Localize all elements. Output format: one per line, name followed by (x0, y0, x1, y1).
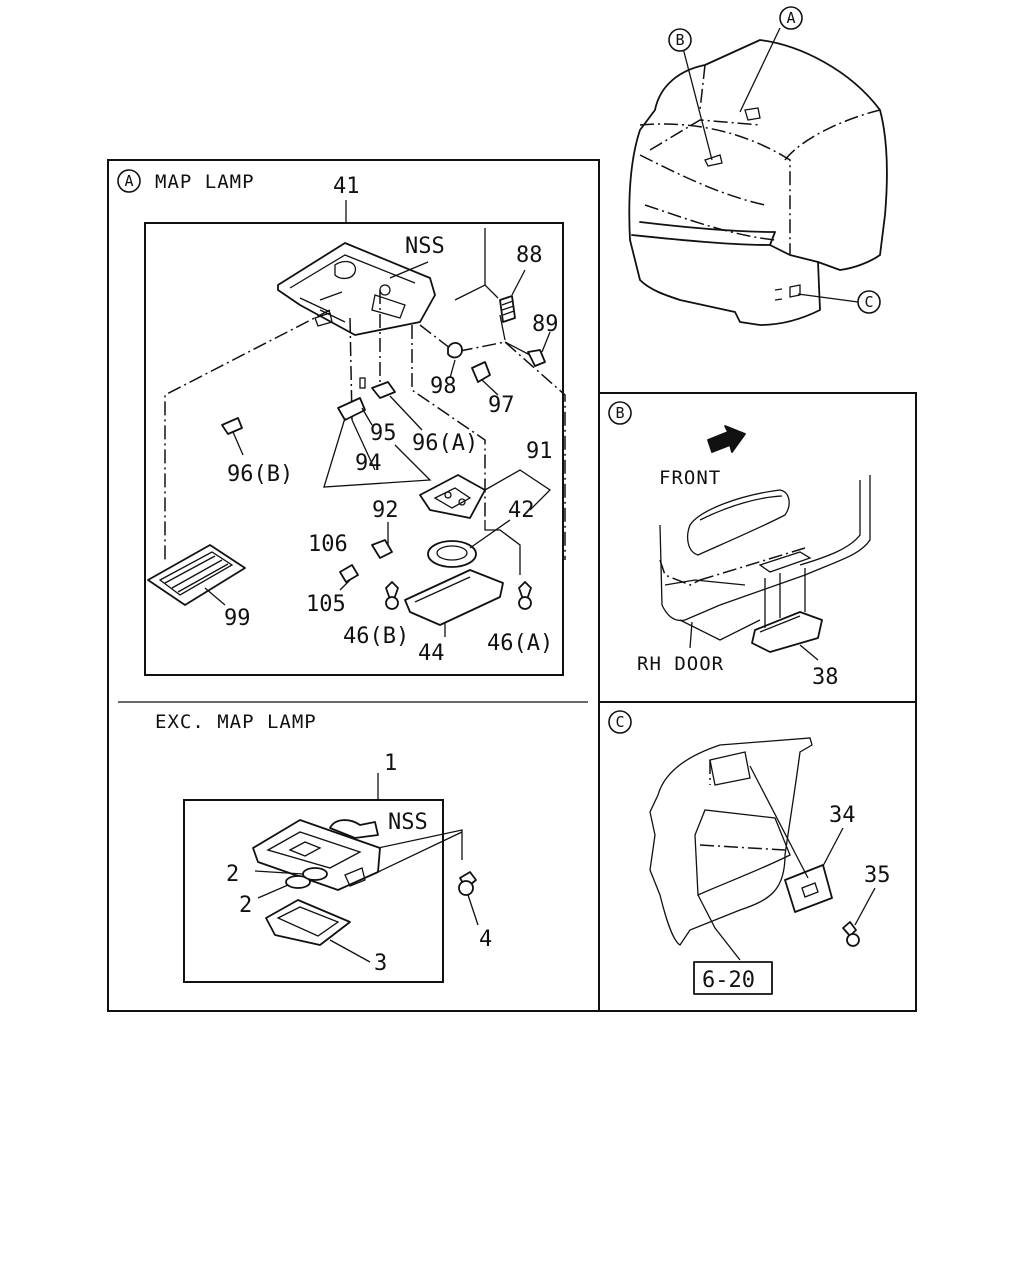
screw-46a (518, 581, 532, 610)
svg-text:A: A (124, 172, 133, 190)
part-label-44: 44 (418, 641, 445, 666)
callout-b-top[interactable]: B (668, 28, 692, 52)
front-arrow-icon (707, 425, 746, 453)
part-label-34: 34 (829, 803, 856, 828)
callout-line-b (682, 47, 713, 161)
part-label-91: 91 (526, 439, 553, 464)
lens-99 (147, 544, 246, 606)
part-label-95: 95 (370, 421, 397, 446)
section-a-header: A MAP LAMP (117, 169, 255, 193)
svg-text:6-20: 6-20 (702, 968, 755, 993)
part-label-96b: 96(B) (227, 462, 293, 487)
part-label-89: 89 (532, 312, 559, 337)
rh-door-label: RH DOOR (637, 653, 724, 675)
bracket-95 (337, 377, 373, 426)
part-label-106: 106 (308, 532, 348, 557)
section-a-title: MAP LAMP (155, 171, 255, 193)
part-label-92: 92 (372, 498, 399, 523)
svg-text:B: B (675, 31, 684, 49)
step-panel (649, 737, 813, 961)
panel-frames (107, 159, 917, 1012)
lens-44 (404, 569, 504, 637)
door-body (659, 475, 871, 649)
lens-3 (265, 899, 371, 963)
circle-letter-icon (608, 710, 632, 734)
circle-letter-icon (117, 169, 141, 193)
part-label-38: 38 (812, 665, 839, 690)
part-label-35: 35 (864, 863, 891, 888)
svg-text:A: A (786, 9, 795, 27)
part-label-99: 99 (224, 606, 251, 631)
part-label-42: 42 (508, 498, 535, 523)
exc-map-lamp-title: EXC. MAP LAMP (155, 711, 317, 733)
part-label-41: 41 (333, 174, 360, 199)
part-label-98: 98 (430, 374, 457, 399)
part-label-nss: NSS (405, 234, 445, 259)
circle-letter-icon (668, 28, 692, 52)
callout-a-top[interactable]: A (779, 6, 803, 30)
part-label-94: 94 (355, 451, 382, 476)
screw-35 (842, 887, 876, 947)
clip-96b (221, 417, 244, 456)
room-lamp-housing (252, 819, 463, 891)
clip-97 (471, 361, 499, 396)
part-label-1: 1 (384, 751, 397, 776)
section-c-header: C (608, 710, 632, 734)
ring-42 (427, 519, 511, 568)
part-label-4: 4 (479, 927, 492, 952)
socket-106 (371, 539, 393, 559)
callout-c-top[interactable]: C (857, 290, 881, 314)
circle-letter-icon (608, 401, 632, 425)
screw-46b (385, 581, 399, 610)
plate-91 (419, 469, 552, 519)
console-housing (277, 242, 436, 336)
truck-overview (628, 27, 888, 326)
part-label-97: 97 (488, 393, 515, 418)
svg-text:C: C (864, 293, 873, 311)
svg-text:C: C (615, 713, 624, 731)
front-label: FRONT (659, 467, 721, 489)
part-label-2a: 2 (226, 862, 239, 887)
section-b-header: B (608, 401, 632, 425)
part-label-105: 105 (306, 592, 346, 617)
clip-98 (447, 342, 463, 379)
svg-text:B: B (615, 404, 624, 422)
part-label-2b: 2 (239, 893, 252, 918)
callout-line-c (797, 293, 859, 303)
reference-6-20[interactable]: 6-20 (693, 961, 773, 995)
bolt-88 (499, 269, 526, 323)
circle-letter-icon (779, 6, 803, 30)
part-label-3: 3 (374, 951, 387, 976)
part-label-46a: 46(A) (487, 631, 553, 656)
part-label-88: 88 (516, 243, 543, 268)
part-label-96a: 96(A) (412, 431, 478, 456)
circle-letter-icon (857, 290, 881, 314)
screw-4 (458, 871, 479, 926)
bulbs-2 (254, 867, 328, 899)
part-label-46b: 46(B) (343, 624, 409, 649)
clip-96a (371, 381, 423, 431)
bulb-105 (339, 564, 359, 591)
screw-89 (527, 331, 551, 367)
courtesy-lamp-38 (751, 568, 823, 661)
step-lamp-34 (749, 765, 844, 913)
callout-line-a (739, 27, 781, 113)
part-label-nss-2: NSS (388, 810, 428, 835)
